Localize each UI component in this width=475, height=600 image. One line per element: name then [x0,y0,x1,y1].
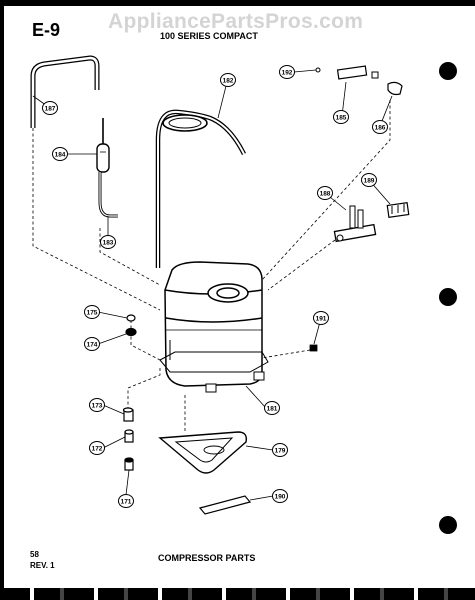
svg-text:186: 186 [375,124,386,131]
callout-183: 183 [100,235,116,249]
svg-text:174: 174 [87,341,98,348]
svg-text:181: 181 [267,405,278,412]
guide-line-clip [261,349,311,359]
leader-192 [293,69,317,73]
capillary-tube-part [30,55,100,128]
discharge-tube-part [155,109,247,268]
binder-hole-middle [439,288,457,306]
clip-part [309,344,318,352]
svg-text:183: 183 [103,239,114,246]
guide-line-relay [267,239,336,291]
guide-line-overload [261,100,391,281]
scan-border-bottom [0,588,475,600]
scan-border-left [0,0,4,600]
callout-182: 182 [220,73,236,87]
callout-191: 191 [313,311,329,325]
leader-190 [249,495,274,501]
svg-text:182: 182 [223,77,234,84]
svg-text:172: 172 [92,445,103,452]
guide-line-drier [99,228,161,286]
leader-179 [245,445,274,451]
callout-187: 187 [42,101,58,115]
callout-bubbles: 187 184 183 182 192 185 186 188 189 175 … [42,65,388,508]
relay-part [333,201,410,243]
leader-181 [245,385,267,409]
svg-text:191: 191 [316,315,327,322]
callout-184: 184 [52,147,68,161]
callout-173: 173 [89,398,105,412]
svg-text:189: 189 [364,177,375,184]
callout-leaders [32,69,393,501]
page-code: E-9 [32,20,61,40]
leader-173 [102,404,125,415]
mounting-hardware [122,314,137,471]
leader-175 [97,311,128,319]
svg-text:179: 179 [275,447,286,454]
scan-border-top [0,0,475,6]
svg-text:184: 184 [55,151,66,158]
svg-text:185: 185 [336,114,347,121]
leader-182 [217,85,227,119]
callout-171: 171 [118,494,134,508]
revision-label: REV. 1 [30,561,55,570]
callout-181: 181 [264,401,280,415]
cover-part [198,495,252,515]
callout-189: 189 [361,173,377,187]
callout-172: 172 [89,441,105,455]
guide-line-grommet [130,320,161,361]
section-title: COMPRESSOR PARTS [158,553,256,563]
leader-174 [97,333,127,345]
leader-171 [125,469,130,496]
page-number: 58 [30,550,39,559]
guide-line-mount [127,368,161,418]
callout-174: 174 [84,337,100,351]
site-watermark: AppliancePartsPros.com [108,10,364,33]
callout-179: 179 [272,443,288,457]
drier-part [96,118,118,218]
binder-hole-top [439,62,457,80]
svg-text:171: 171 [121,498,132,505]
leader-172 [102,436,126,449]
svg-text:192: 192 [282,69,293,76]
callout-188: 188 [317,186,333,200]
base-plate-part [158,431,248,474]
callout-175: 175 [84,305,100,319]
callout-186: 186 [372,120,388,134]
svg-text:175: 175 [87,309,98,316]
svg-text:187: 187 [45,105,56,112]
svg-text:190: 190 [275,493,286,500]
callout-192: 192 [279,65,295,79]
binder-hole-bottom [439,516,457,534]
overload-part [315,65,403,96]
svg-text:188: 188 [320,190,331,197]
compressor-part [159,261,269,393]
svg-text:173: 173 [92,402,103,409]
series-title: 100 SERIES COMPACT [160,31,258,41]
callout-185: 185 [333,110,349,124]
callout-190: 190 [272,489,288,503]
guide-line-capillary [32,128,161,311]
